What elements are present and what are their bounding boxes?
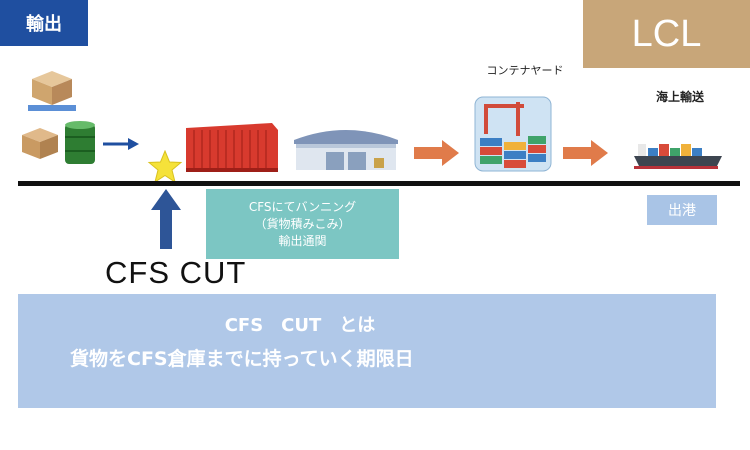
export-clearance-line: 輸出通関 <box>278 233 327 248</box>
container-icon <box>186 123 278 172</box>
definition-box <box>18 294 716 408</box>
ocean-transport-label: 海上輸送 <box>655 90 704 104</box>
oil-drum-icon <box>65 121 95 164</box>
container-yard-icon <box>474 96 552 172</box>
lcl-badge: LCL <box>583 0 750 68</box>
container-yard-label: コンテナヤード <box>486 64 564 77</box>
flow-arrow-icon <box>563 140 608 166</box>
cargo-loading-line: （貨物積みこみ） <box>254 216 351 231</box>
cargo-boxes-icon <box>28 71 76 111</box>
cargo-ship-icon <box>634 144 722 169</box>
star-icon <box>147 150 183 184</box>
flow-arrow-icon <box>414 140 459 166</box>
definition-text: 貨物をCFS倉庫までに持っていく期限日 <box>70 348 414 370</box>
flow-arrow-icon <box>103 138 139 150</box>
up-arrow-icon <box>151 189 181 249</box>
timeline-line <box>18 181 740 186</box>
cfs-vanning-box: CFSにてバンニング （貨物積みこみ） 輸出通関 <box>206 189 399 259</box>
definition-title: CFS CUT とは <box>224 315 376 336</box>
export-badge: 輸出 <box>0 0 88 46</box>
cfs-cut-label: CFS CUT <box>105 255 247 290</box>
departure-badge: 出港 <box>647 195 717 225</box>
box-icon <box>22 128 58 159</box>
warehouse-icon <box>294 130 398 170</box>
cfs-vanning-line: CFSにてバンニング <box>248 199 357 214</box>
